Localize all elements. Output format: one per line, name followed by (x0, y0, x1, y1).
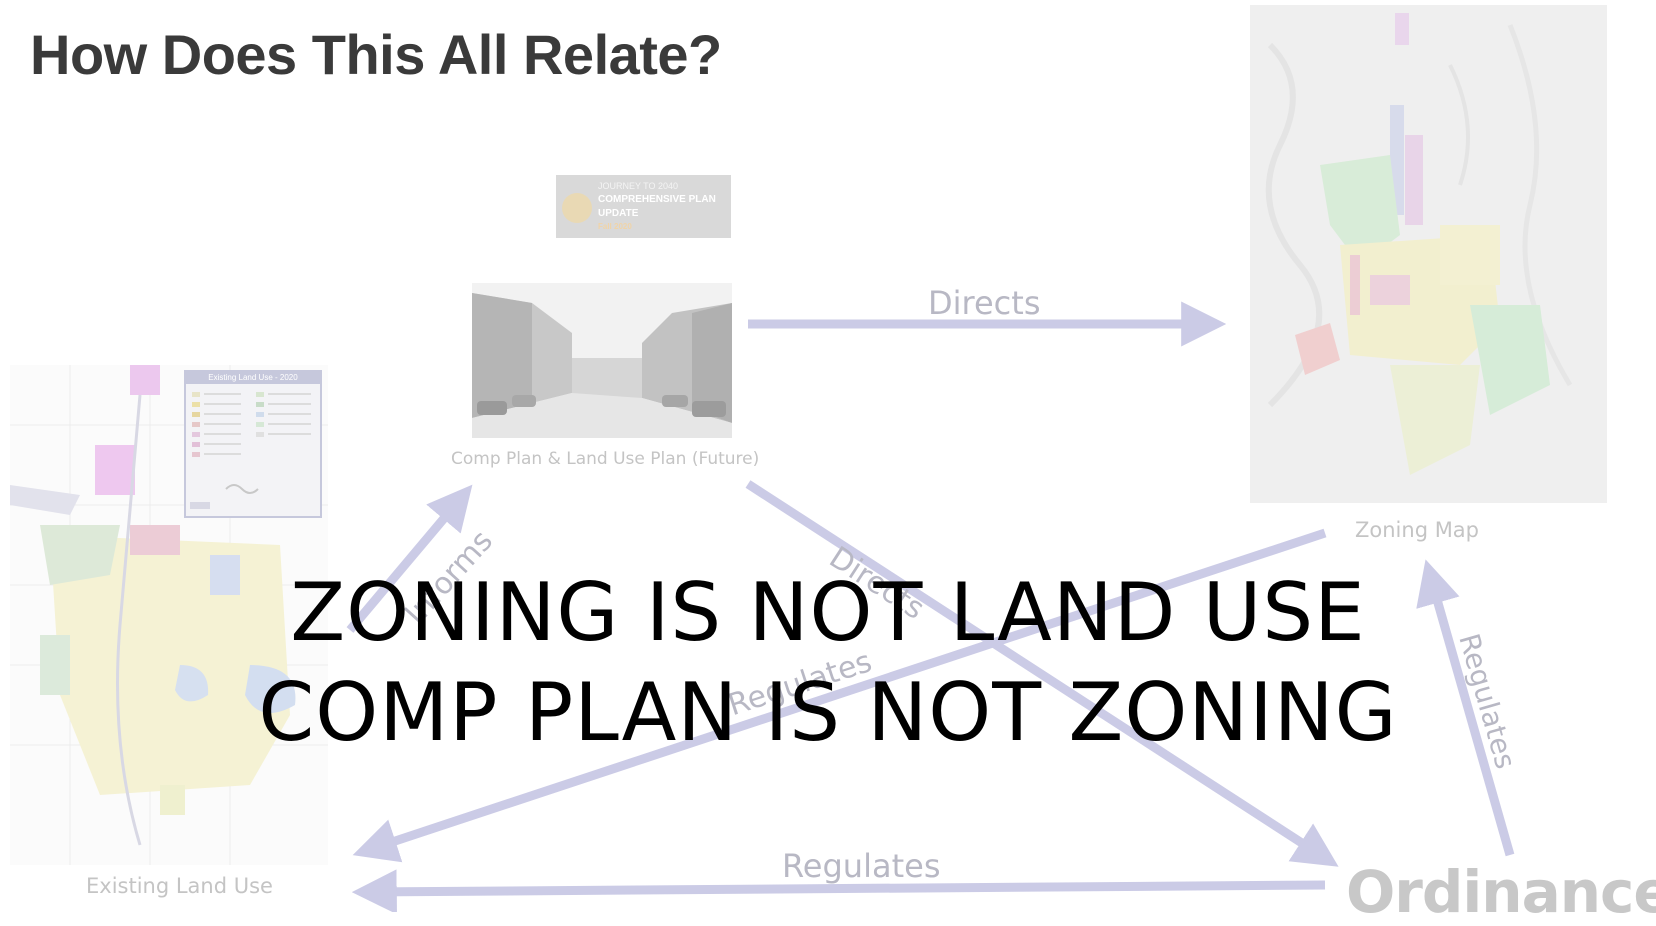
arrow-informs (346, 484, 473, 633)
slide-title: How Does This All Relate? (30, 23, 722, 86)
banner-line-1: JOURNEY TO 2040 (598, 181, 679, 191)
banner-line-4: Fall 2020 (598, 222, 632, 231)
plan-logo-icon (562, 193, 592, 223)
ordinance-label: Ordinance (1346, 858, 1656, 926)
land-use-legend: Existing Land Use - 2020 (184, 370, 322, 518)
existing-land-use-caption: Existing Land Use (86, 874, 273, 898)
legend-title: Existing Land Use - 2020 (186, 372, 320, 384)
arrow-regulates-diag (352, 528, 1327, 863)
banner-line-2: COMPREHENSIVE PLAN (598, 194, 716, 205)
banner-line-3: UPDATE (598, 208, 639, 219)
arrow-directs-diag (745, 480, 1339, 867)
legend-swatches (190, 392, 311, 509)
arrow-regulates-bottom (351, 869, 1326, 912)
zoning-map-caption: Zoning Map (1355, 518, 1480, 542)
arrow-regulates-right (1416, 559, 1515, 857)
headline-line-1: ZONING IS NOT LAND USE (290, 566, 1366, 659)
zoning-map-image (1250, 5, 1607, 503)
label-regulates-bottom: Regulates (782, 847, 941, 885)
label-directs-top: Directs (928, 284, 1041, 322)
headline-line-2: COMP PLAN IS NOT ZONING (258, 666, 1398, 759)
comp-plan-caption: Comp Plan & Land Use Plan (Future) (451, 449, 760, 469)
downtown-street-photo (472, 283, 732, 438)
comp-plan-banner: JOURNEY TO 2040 COMPREHENSIVE PLAN UPDAT… (556, 175, 731, 238)
